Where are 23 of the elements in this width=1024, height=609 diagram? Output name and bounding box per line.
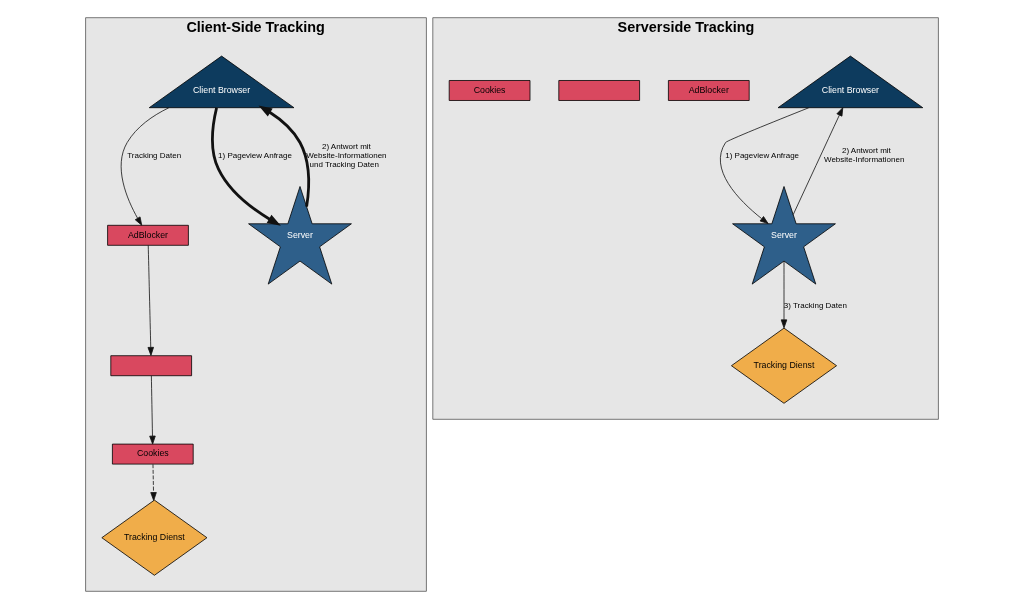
node-diamond: Tracking Dienst	[731, 327, 837, 404]
node-diamond: Tracking Dienst	[101, 499, 208, 576]
arrow	[147, 244, 154, 356]
node-box: AdBlocker	[107, 224, 189, 246]
node-box: AdBlocker	[668, 80, 750, 101]
arrow	[149, 375, 156, 445]
arrow	[150, 463, 157, 501]
node-bar	[110, 355, 192, 377]
arrow	[120, 107, 170, 226]
edge-label: Tracking Daten	[127, 150, 182, 160]
edge-label: 1) Pageview Anfrage	[725, 150, 800, 160]
node-bar	[558, 80, 640, 101]
node-box: Cookies	[448, 80, 531, 101]
edge-label: 3) Tracking Daten	[783, 301, 847, 311]
edge-label: 1) Pageview Anfrage	[218, 150, 292, 160]
edge-label: 2) Antwort mit Website-Informationen und Tracking Daten	[306, 141, 387, 169]
arrow	[720, 107, 810, 224]
node-box: Cookies	[112, 443, 194, 465]
arrow	[792, 107, 844, 215]
arrow	[258, 105, 311, 207]
edge-label: 2) Antwort mit Website-Informationen	[824, 146, 905, 165]
arrow	[780, 260, 788, 329]
arrow	[211, 107, 281, 226]
